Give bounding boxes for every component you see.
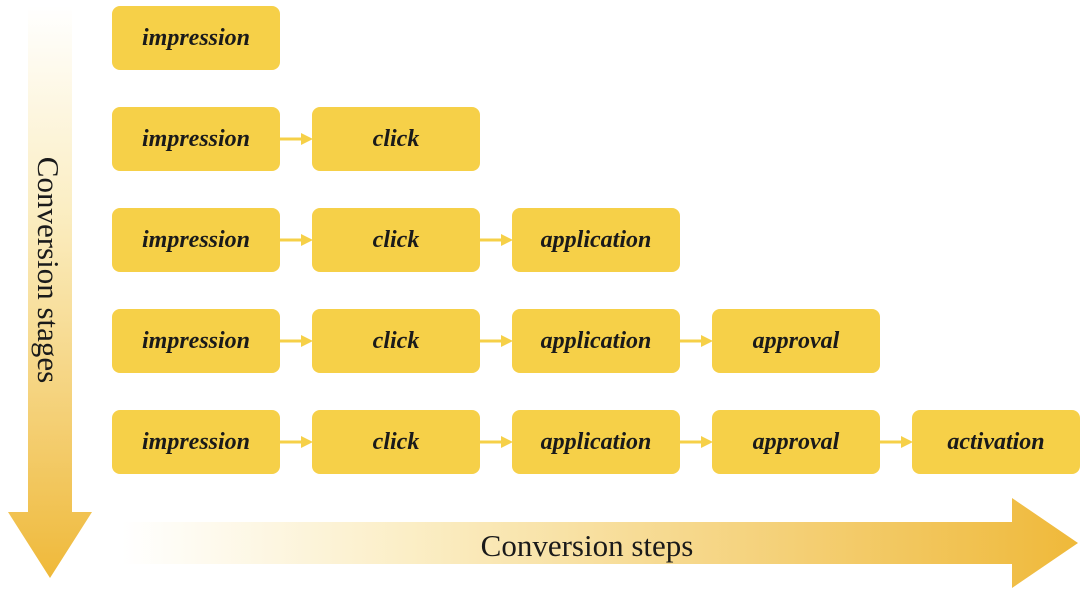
step-box-approval: approval bbox=[712, 309, 880, 373]
step-box-impression: impression bbox=[112, 107, 280, 171]
conversion-stages-label: Conversion stages bbox=[31, 156, 66, 384]
step-connector-arrow bbox=[679, 436, 713, 448]
step-box-click: click bbox=[312, 208, 480, 272]
step-box-application: application bbox=[512, 410, 680, 474]
step-connector-arrow bbox=[279, 234, 313, 246]
step-connector-arrow bbox=[479, 436, 513, 448]
step-box-click: click bbox=[312, 309, 480, 373]
step-box-application: application bbox=[512, 309, 680, 373]
step-connector-arrow bbox=[279, 335, 313, 347]
conversion-stages-arrow bbox=[8, 6, 92, 578]
step-connector-arrow bbox=[479, 335, 513, 347]
step-box-approval: approval bbox=[712, 410, 880, 474]
conversion-steps-arrow bbox=[122, 498, 1078, 588]
step-connector-arrow bbox=[679, 335, 713, 347]
step-box-application: application bbox=[512, 208, 680, 272]
step-connector-arrow bbox=[879, 436, 913, 448]
step-box-click: click bbox=[312, 107, 480, 171]
step-connector-arrow bbox=[279, 133, 313, 145]
step-box-impression: impression bbox=[112, 208, 280, 272]
step-box-impression: impression bbox=[112, 309, 280, 373]
step-box-activation: activation bbox=[912, 410, 1080, 474]
conversion-steps-label: Conversion steps bbox=[480, 528, 694, 563]
step-box-impression: impression bbox=[112, 6, 280, 70]
step-connector-arrow bbox=[479, 234, 513, 246]
step-connector-arrow bbox=[279, 436, 313, 448]
step-box-impression: impression bbox=[112, 410, 280, 474]
step-box-click: click bbox=[312, 410, 480, 474]
